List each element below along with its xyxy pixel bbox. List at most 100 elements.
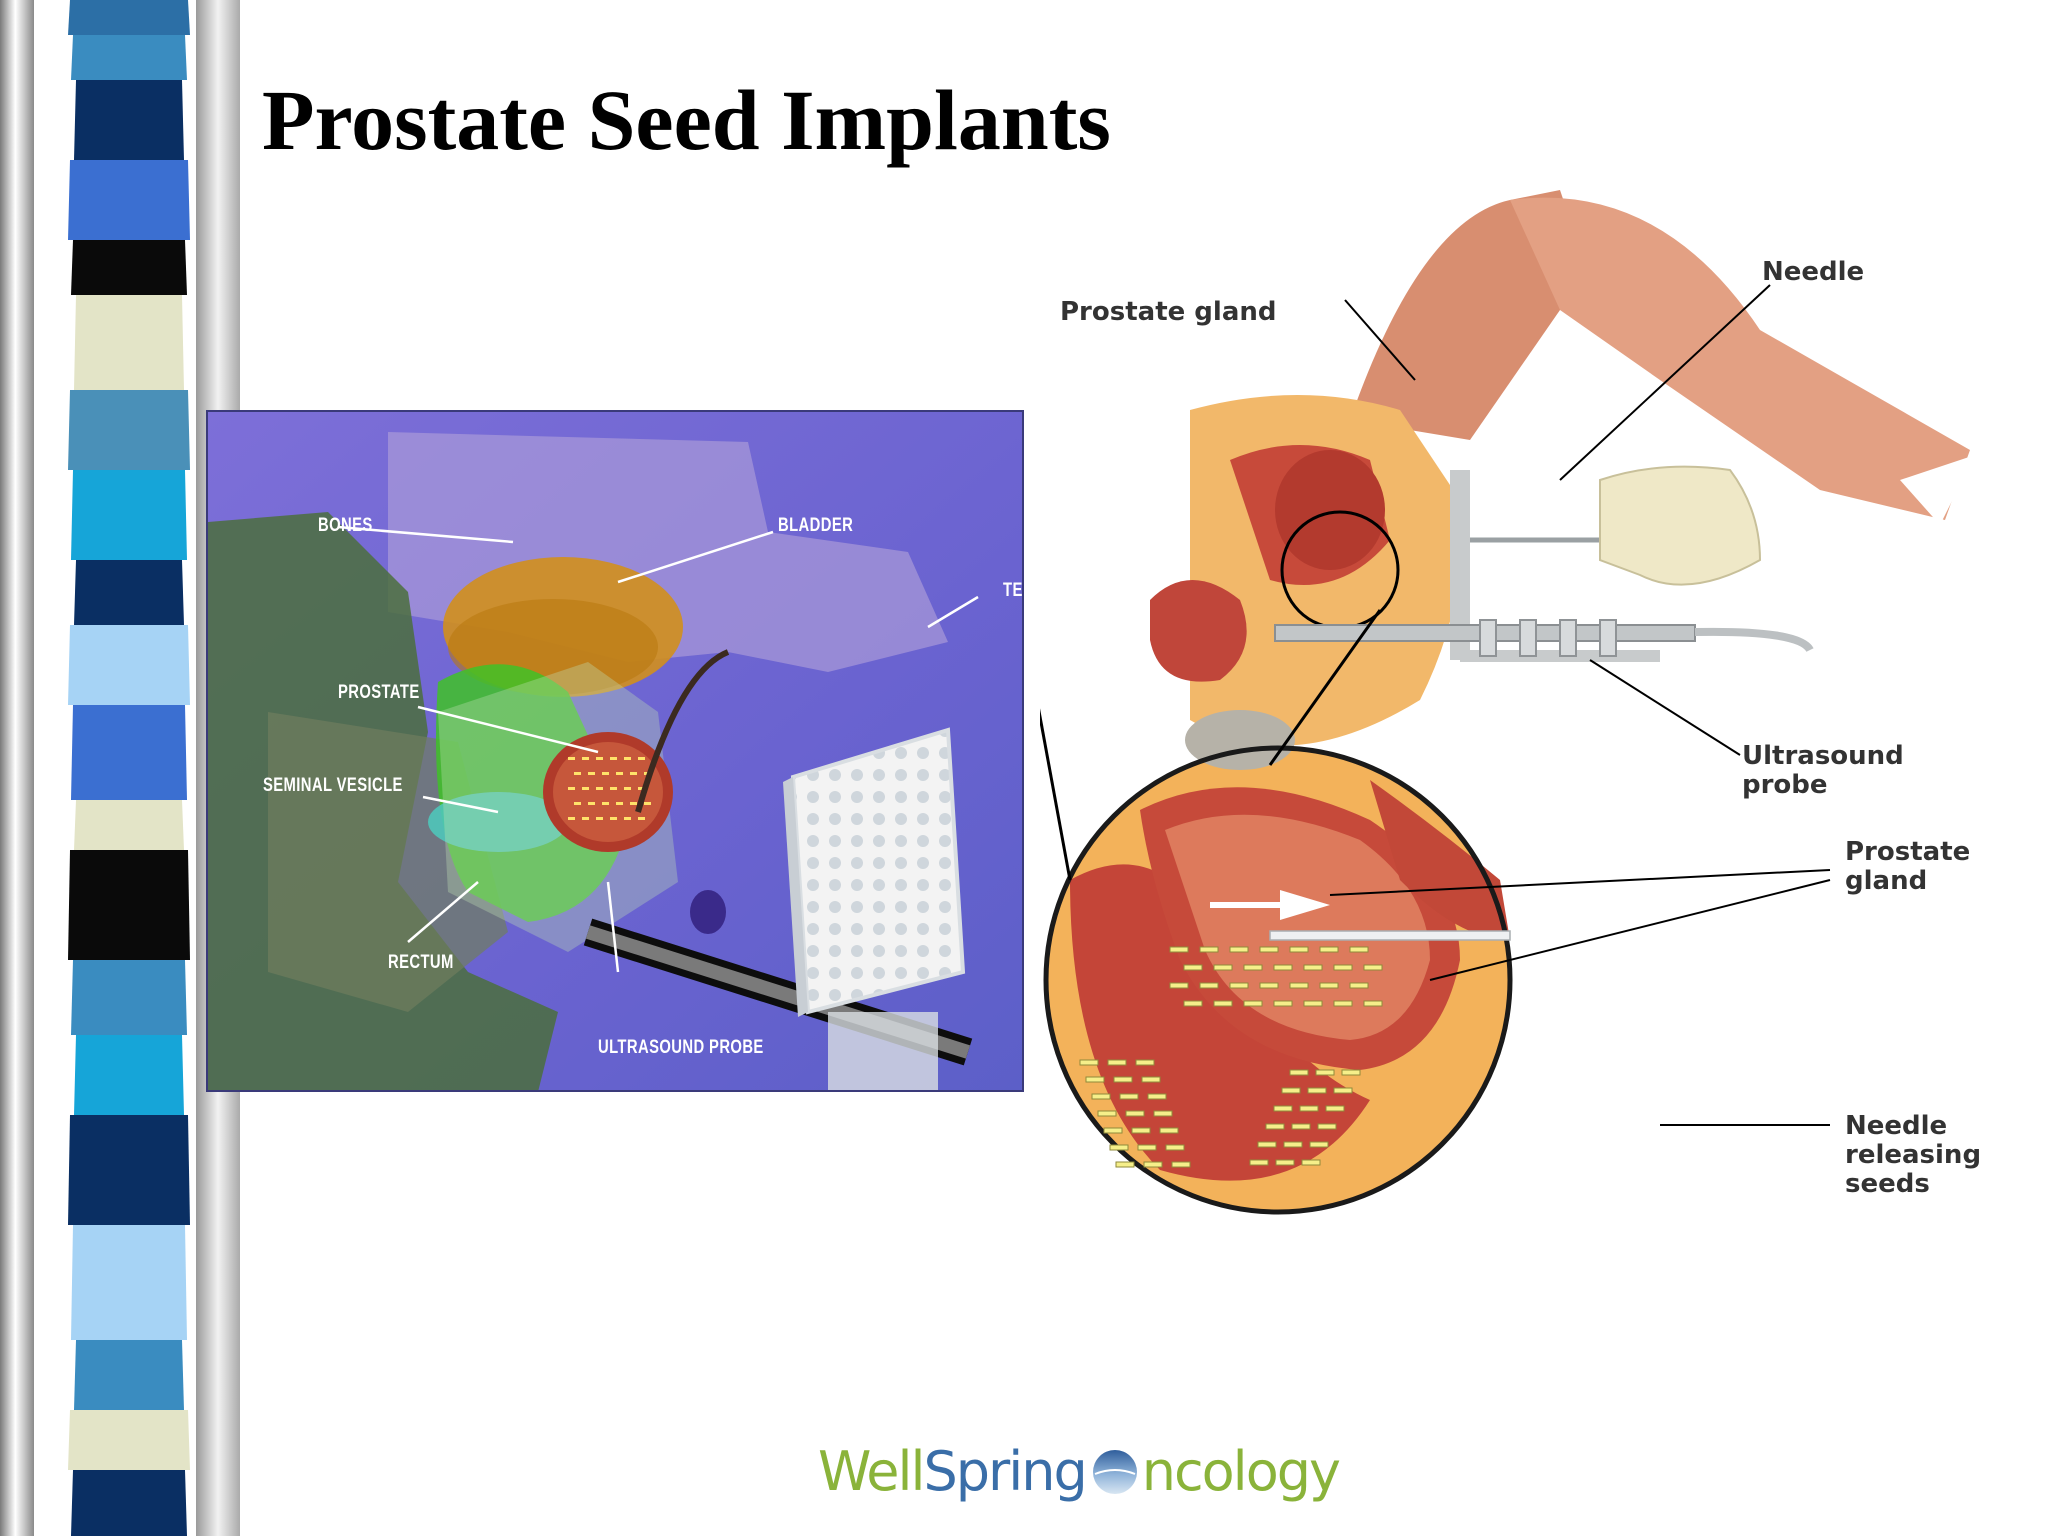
seed-mark [568,787,575,790]
seed-mark [1213,964,1233,971]
seed-mark [1243,964,1263,971]
label-bones: BONES [318,515,373,536]
seed-mark [638,787,645,790]
seed-mark [1109,1144,1129,1151]
stripe-segment [68,625,190,705]
figure-anatomy-drawing [1040,190,1975,1215]
seed-mark [602,802,609,805]
label-prostate-gland-line1: Prostate [1845,837,1971,867]
logo-text-well: Well [818,1440,925,1503]
seed-mark [1259,946,1279,953]
logo-globe-icon [1092,1449,1137,1494]
seed-mark [1333,1087,1353,1094]
label-rectum: RECTUM [388,952,454,973]
logo-text-ncology: ncology [1141,1440,1341,1503]
seed-mark [582,787,589,790]
seed-mark [1243,1000,1263,1007]
stripe-segment [71,960,187,1035]
figure-anatomy-illustration: Prostate gland Needle Ultrasound probe P… [1040,180,2048,1320]
seed-mark [582,817,589,820]
seed-mark [1159,1127,1179,1134]
stripe-segment [68,0,190,35]
seed-mark [1283,1141,1303,1148]
stripe-segment [71,705,187,800]
seed-mark [1137,1144,1157,1151]
seed-mark [1135,1059,1155,1066]
stripe-segment [71,1470,187,1536]
wellspring-oncology-logo: WellSpring ncology [818,1440,1341,1512]
seed-mark [596,817,603,820]
seed-mark [1107,1059,1127,1066]
seed-mark [1079,1059,1099,1066]
seed-mark [616,802,623,805]
seed-mark [568,757,575,760]
stripe-segment [74,1035,184,1115]
stripe-segment [68,390,190,470]
seed-mark [596,787,603,790]
seed-mark [1325,1105,1345,1112]
label-bladder: BLADDER [778,515,854,536]
stripe-segment [74,295,184,390]
seed-mark [1183,964,1203,971]
seed-mark [602,772,609,775]
stripe-segment [68,160,190,240]
seed-mark [1199,946,1219,953]
seed-mark [1113,1076,1133,1083]
seed-mark [582,757,589,760]
stripe-segment [68,1410,190,1470]
seed-mark [596,757,603,760]
seed-mark [1097,1110,1117,1117]
seed-mark [630,802,637,805]
seed-mark [588,772,595,775]
stripe-segment [74,80,184,160]
seed-mark [1141,1076,1161,1083]
seed-mark [1199,982,1219,989]
stripe-segment [74,1340,184,1410]
seed-mark [568,817,575,820]
seed-mark [1265,1123,1285,1130]
seed-mark [1153,1110,1173,1117]
stripe-segment [68,850,190,960]
seed-mark [1315,1069,1335,1076]
label-needle-releasing-seeds-line2: releasing [1845,1140,1982,1170]
seed-mark [644,802,651,805]
seed-mark [574,772,581,775]
stripe-segment [71,1225,187,1340]
seed-mark [1299,1105,1319,1112]
seed-mark [1363,1000,1383,1007]
seed-mark [1349,982,1369,989]
label-needle: Needle [1762,257,1865,287]
figure-3d-implant: BONES BLADDER TEM PROSTATE SEMINAL VESIC… [206,410,1024,1092]
seed-mark [1229,946,1249,953]
seed-mark [1341,1069,1361,1076]
seed-mark [1363,964,1383,971]
seed-mark [1259,982,1279,989]
stripe-segment [74,800,184,850]
seed-mark [616,772,623,775]
label-needle-releasing-seeds-line3: seeds [1845,1169,1930,1199]
seed-mark [1085,1076,1105,1083]
label-template: TEM [1003,580,1023,601]
seed-mark [1289,1069,1309,1076]
seed-mark [1171,1161,1191,1168]
seed-mark [1143,1161,1163,1168]
seed-mark [1309,1141,1329,1148]
label-needle-releasing-seeds-line1: Needle [1845,1111,1948,1141]
seed-mark [610,757,617,760]
seed-mark [1147,1093,1167,1100]
seed-mark [1213,1000,1233,1007]
seed-mark [1125,1110,1145,1117]
seed-mark [1183,1000,1203,1007]
seed-mark [1317,1123,1337,1130]
seed-mark [1289,982,1309,989]
seed-mark [1333,1000,1353,1007]
seed-mark [1165,1144,1185,1151]
seed-mark [1169,982,1189,989]
seed-mark [1349,946,1369,953]
label-ultrasound-probe-line1: Ultrasound [1742,741,1904,771]
seed-mark [1131,1127,1151,1134]
seed-mark [1319,946,1339,953]
seed-mark [1319,982,1339,989]
seed-mark [624,757,631,760]
label-prostate-gland-top: Prostate gland [1060,297,1277,327]
